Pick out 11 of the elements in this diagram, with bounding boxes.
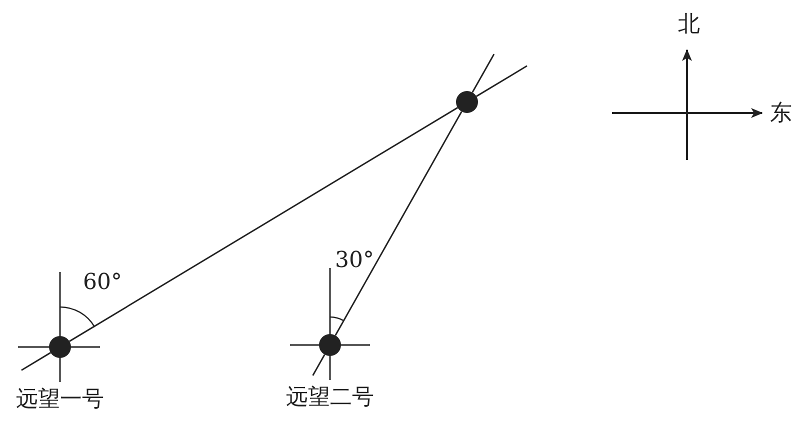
- station-label: 远望二号: [285, 387, 375, 409]
- station-dot: [319, 334, 341, 356]
- station-dot: [49, 336, 71, 358]
- direction-label: 东: [770, 103, 792, 125]
- sight-line: [334, 111, 462, 336]
- angle-label: 60°: [83, 272, 122, 294]
- direction-label: 北: [678, 14, 700, 36]
- angle-label: 30°: [335, 250, 374, 272]
- station-dot: [456, 91, 478, 113]
- sight-line: [69, 107, 458, 342]
- station-label: 远望一号: [15, 389, 105, 411]
